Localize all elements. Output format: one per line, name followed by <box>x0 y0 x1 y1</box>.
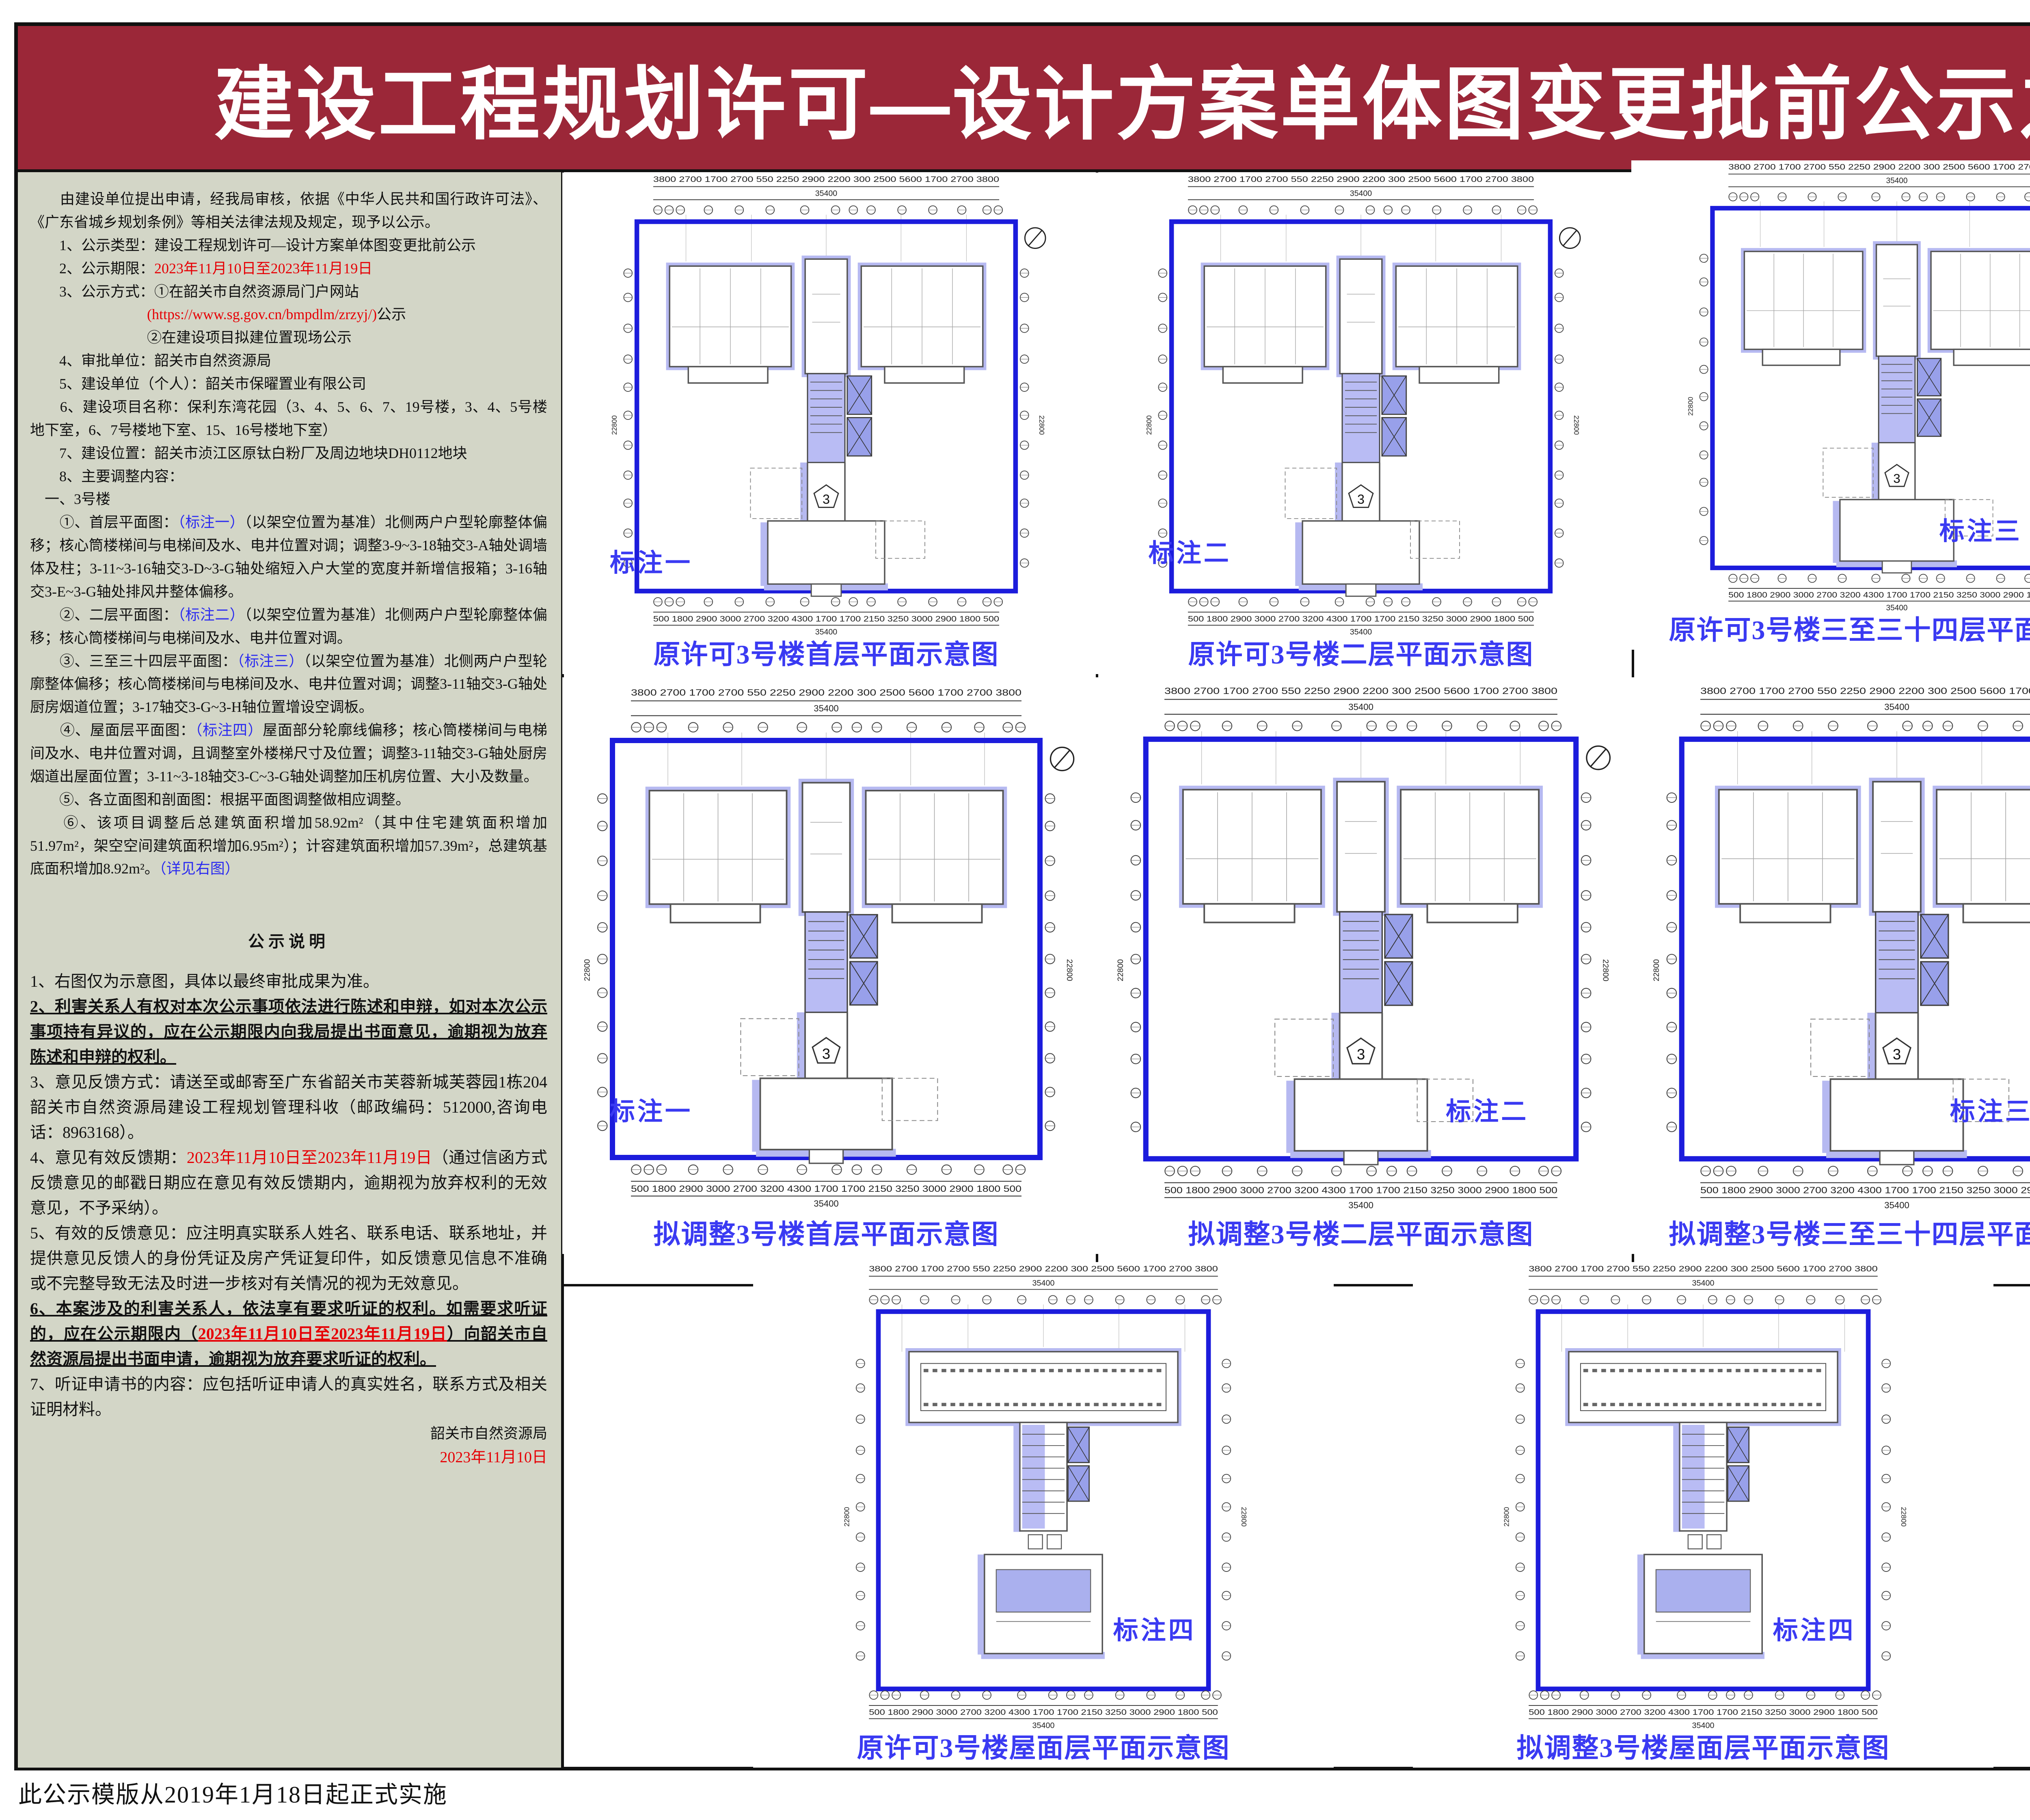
notice-paragraph: ③、三至三十四层平面图：（标注三）（以架空位置为基准）北侧两户户型轮廓整体偏移；… <box>30 653 547 715</box>
notice-paragraph: 由建设单位提出申请，经我局审核，依据《中华人民共和国行政许可法》、《广东省城乡规… <box>30 191 547 230</box>
notice-paragraph: 6、建设项目名称：保利东湾花园（3、4、5、6、7、19号楼，3、4、5号楼地下… <box>30 398 547 438</box>
plan-caption: 拟调整3号楼屋面层平面示意图 <box>1516 1734 1890 1763</box>
plan-panel-adjusted-floor3-34: 标注三 拟调整3号楼三至三十四层平面示意图 <box>1631 677 2030 1254</box>
sign-date: 2023年11月10日 <box>440 1449 547 1466</box>
plan-caption: 拟调整3号楼二层平面示意图 <box>1188 1220 1534 1249</box>
notice-paragraph: 1、公示类型：建设工程规划许可—设计方案单体图变更批前公示 <box>30 237 476 253</box>
plan-caption: 原许可3号楼二层平面示意图 <box>1188 640 1534 670</box>
notes-paragraph: 7、听证申请书的内容：应包括听证申请人的真实姓名，联系方式及相关证明材料。 <box>30 1375 547 1419</box>
floor-plan-drawing <box>1095 677 1626 1215</box>
notice-paragraph: ⑥、该项目调整后总建筑面积增加58.92m²（其中住宅建筑面积增加51.97m²… <box>30 814 547 877</box>
roof-plan-drawing <box>1413 1262 1993 1729</box>
plan-caption: 原许可3号楼首层平面示意图 <box>653 640 999 670</box>
plan-annotation-label: 标注三 <box>1950 1098 2030 1126</box>
sign-org: 韶关市自然资源局 <box>430 1425 547 1442</box>
notes-paragraph: 6、本案涉及的利害关系人，依法享有要求听证的权利。如需要求听证的，应在公示期限内… <box>30 1299 547 1368</box>
notice-paragraph: 2、公示期限：2023年11月10日至2023年11月19日 <box>30 260 373 277</box>
plan-annotation-label: 标注二 <box>1446 1098 1529 1126</box>
plan-panel-original-floor1: 标注一 原许可3号楼首层平面示意图 <box>562 173 1090 674</box>
plan-annotation-label: 标注三 <box>1939 517 2022 545</box>
notice-paragraph: 4、审批单位：韶关市自然资源局 <box>30 352 272 369</box>
floor-plan-drawing <box>1631 677 2030 1215</box>
plan-caption: 拟调整3号楼首层平面示意图 <box>653 1220 999 1249</box>
notice-paragraph: 5、建设单位（个人）：韶关市保曜置业有限公司 <box>30 376 367 392</box>
page-title: 建设工程规划许可—设计方案单体图变更批前公示之（一） <box>214 60 2030 149</box>
plan-panel-adjusted-roof: 标注四 拟调整3号楼屋面层平面示意图 <box>1413 1262 1993 1768</box>
plan-panel-adjusted-floor1: 标注一 拟调整3号楼首层平面示意图 <box>562 677 1090 1254</box>
plan-annotation-label: 标注四 <box>1773 1617 1856 1645</box>
signature-block: 韶关市自然资源局 2023年11月10日 <box>30 1422 547 1470</box>
floor-plan-drawing <box>562 677 1090 1215</box>
notes-title: 公示说明 <box>248 932 329 951</box>
plan-panel-adjusted-floor2: 标注二 拟调整3号楼二层平面示意图 <box>1095 677 1626 1254</box>
notice-paragraph: (https://www.sg.gov.cn/bmpdlm/zrzyj/)公示 <box>147 306 406 323</box>
plan-caption: 拟调整3号楼三至三十四层平面示意图 <box>1669 1220 2030 1249</box>
notice-paragraph: ⑤、各立面图和剖面图：根据平面图调整做相应调整。 <box>30 791 410 808</box>
plan-annotation-label: 标注二 <box>1148 539 1231 567</box>
plan-annotation-label: 标注四 <box>1113 1617 1196 1645</box>
footer-template-note: 此公示模版从2019年1月18日起正式实施 <box>18 1781 448 1808</box>
notice-paragraph: 8、主要调整内容： <box>30 468 184 484</box>
notice-paragraph: 7、建设位置：韶关市浈江区原钛白粉厂及周边地块DH0112地块 <box>30 445 467 461</box>
notice-paragraph: 一、3号楼 <box>30 491 111 508</box>
plan-caption: 原许可3号楼屋面层平面示意图 <box>857 1734 1230 1763</box>
notes-paragraph: 5、有效的反馈意见：应注明真实联系人姓名、联系电话、联系地址，并提供意见反馈人的… <box>30 1224 547 1293</box>
notice-paragraph: ②在建设项目拟建位置现场公示 <box>30 329 352 346</box>
notice-text-panel: 由建设单位提出申请，经我局审核，依据《中华人民共和国行政许可法》、《广东省城乡规… <box>18 172 564 1768</box>
notes-paragraph: 1、右图仅为示意图，具体以最终审批成果为准。 <box>30 972 379 991</box>
plan-panel-original-floor3-34: 标注三 原许可3号楼三至三十四层平面示意图 <box>1631 160 2030 650</box>
notice-paragraph: ①、首层平面图：（标注一）（以架空位置为基准）北侧两户户型轮廓整体偏移；核心筒楼… <box>30 514 547 600</box>
notes-paragraph: 3、意见反馈方式：请送至或邮寄至广东省韶关市芙蓉新城芙蓉园1栋204韶关市自然资… <box>30 1073 547 1142</box>
plan-annotation-label: 标注一 <box>610 549 693 577</box>
notice-paragraph: ②、二层平面图：（标注二）（以架空位置为基准）北侧两户户型轮廓整体偏移；核心筒楼… <box>30 606 547 646</box>
plan-annotation-label: 标注一 <box>610 1098 693 1126</box>
notice-paragraph: ④、屋面层平面图：（标注四）屋面部分轮廓线偏移；核心筒楼梯间与电梯间及水、电井位… <box>30 722 547 785</box>
plan-panel-original-roof: 标注四 原许可3号楼屋面层平面示意图 <box>753 1262 1334 1768</box>
notes-paragraph: 4、意见有效反馈期：2023年11月10日至2023年11月19日（通过信函方式… <box>30 1148 548 1217</box>
roof-plan-drawing <box>753 1262 1334 1729</box>
plan-panel-original-floor2: 标注二 原许可3号楼二层平面示意图 <box>1095 173 1626 674</box>
plan-caption: 原许可3号楼三至三十四层平面示意图 <box>1669 616 2030 645</box>
notes-paragraph: 2、利害关系人有权对本次公示事项依法进行陈述和申辩，如对本次公示事项持有异议的，… <box>30 997 547 1066</box>
notes-section: 公示说明 1、右图仅为示意图，具体以最终审批成果为准。 2、利害关系人有权对本次… <box>30 929 547 1422</box>
notice-paragraph: 3、公示方式：①在韶关市自然资源局门户网站 <box>30 283 359 300</box>
banner: 建设工程规划许可—设计方案单体图变更批前公示之（一） <box>18 26 2030 172</box>
